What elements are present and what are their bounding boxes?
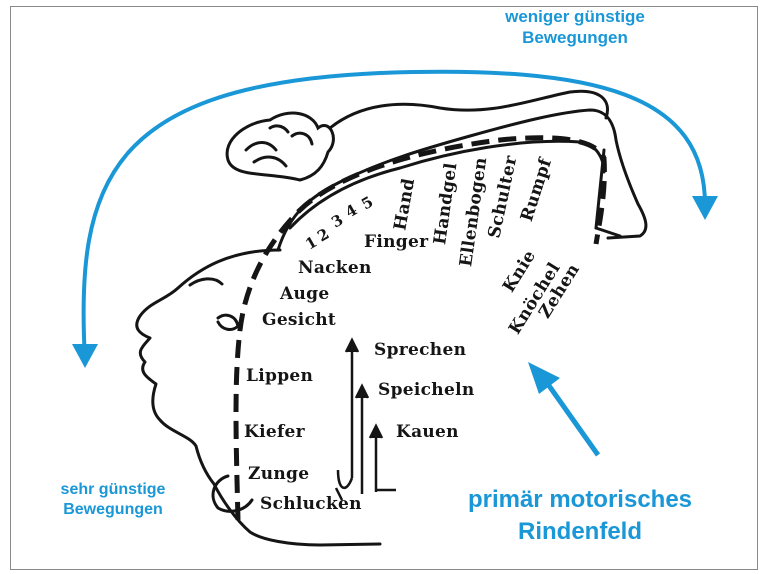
- label-salivating: Speicheln: [378, 380, 474, 400]
- primary-motor-cortex-label: primär motorisches Rindenfeld: [430, 484, 730, 549]
- label-line: weniger günstige: [470, 6, 680, 27]
- less-favorable-movements-label: weniger günstige Bewegungen: [470, 6, 680, 49]
- label-eye: Auge: [280, 284, 329, 304]
- arc-arrowhead-left: [72, 344, 98, 368]
- label-tongue: Zunge: [248, 464, 309, 484]
- label-line: Bewegungen: [470, 27, 680, 48]
- label-chewing: Kauen: [396, 422, 459, 442]
- very-favorable-movements-label: sehr günstige Bewegungen: [28, 480, 198, 520]
- label-neck: Nacken: [298, 258, 372, 278]
- function-arrows: [336, 340, 396, 500]
- label-finger: Finger: [364, 232, 428, 252]
- arc-arrowhead-right: [692, 196, 718, 220]
- cortex-pointer-head: [528, 362, 560, 394]
- label-jaw: Kiefer: [244, 422, 305, 442]
- label-lips: Lippen: [246, 366, 313, 386]
- label-line: Bewegungen: [28, 500, 198, 520]
- label-speaking: Sprechen: [374, 340, 466, 360]
- label-line: primär motorisches: [430, 484, 730, 516]
- label-face: Gesicht: [262, 310, 336, 330]
- label-swallowing: Schlucken: [260, 494, 362, 514]
- cortex-pointer-line: [545, 380, 598, 455]
- hand-lobe: [227, 113, 333, 180]
- label-line: Rindenfeld: [430, 516, 730, 548]
- label-line: sehr günstige: [28, 480, 198, 500]
